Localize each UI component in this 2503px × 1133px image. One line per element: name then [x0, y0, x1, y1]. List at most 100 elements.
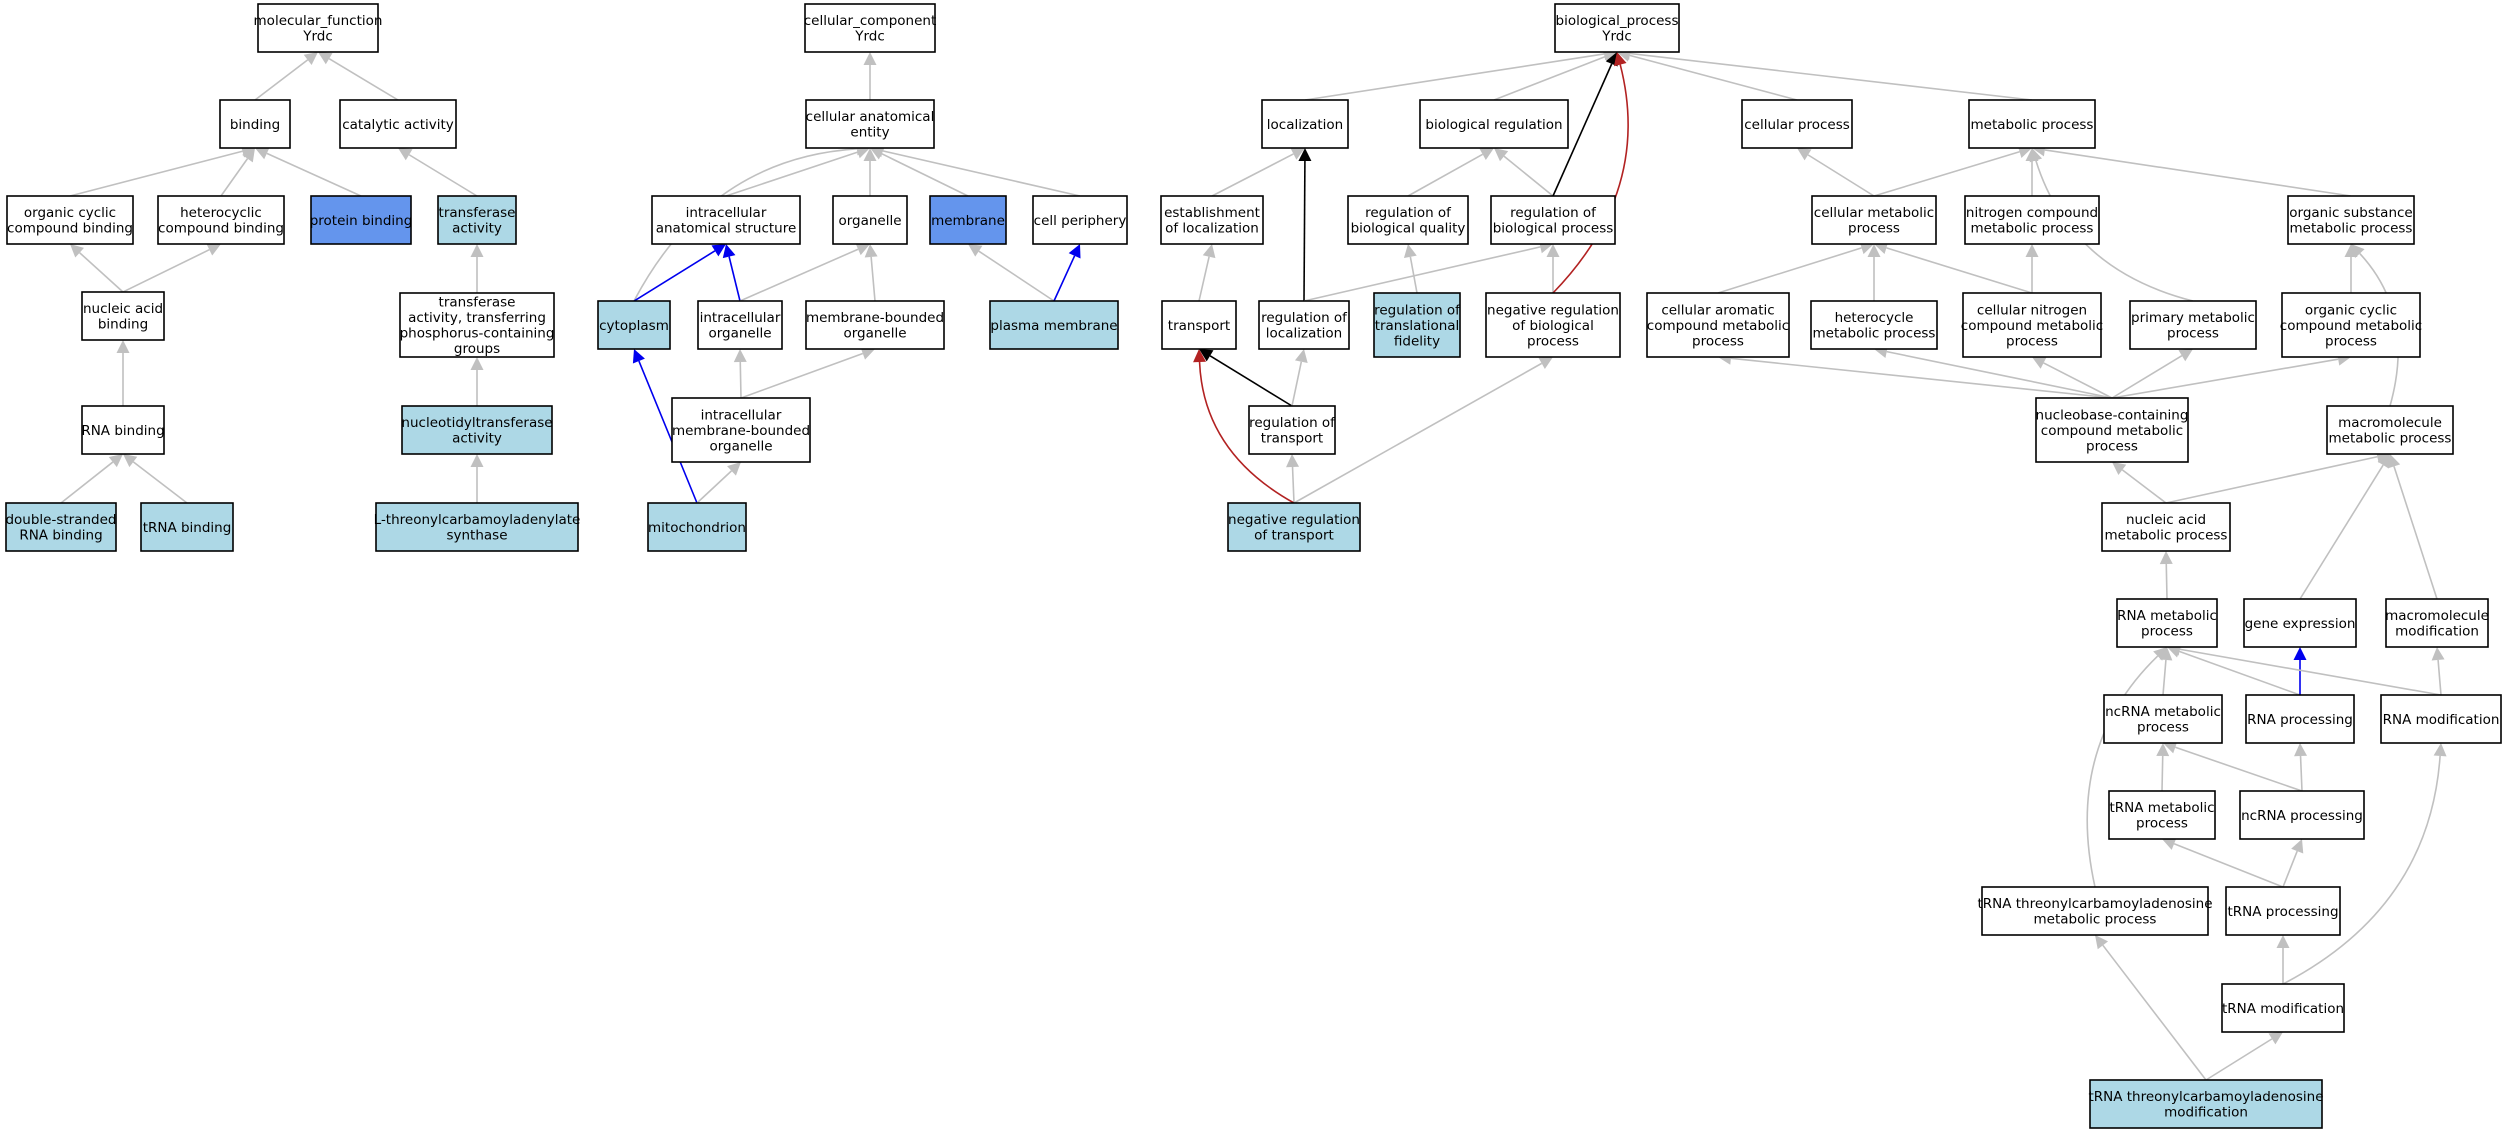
node-label: nucleic acid	[83, 301, 163, 317]
node-rna_bind[interactable]: RNA binding	[81, 405, 165, 455]
node-box	[805, 99, 935, 149]
node-label: membrane-bounded	[806, 310, 944, 326]
arrowhead-mf	[303, 52, 318, 66]
node-label: compound metabolic	[1961, 318, 2103, 334]
edge-cytoplasm-to-cae	[633, 148, 858, 302]
node-trnaproc[interactable]: tRNA processing	[2225, 886, 2341, 936]
node-plasma_mem[interactable]: plasma membrane	[989, 300, 1119, 350]
node-label: metabolic process	[2105, 528, 2228, 544]
node-label: process	[1527, 333, 1579, 349]
node-label: biological quality	[1351, 221, 1466, 237]
node-protein_bind[interactable]: protein binding	[310, 195, 413, 245]
node-cellproc[interactable]: cellular process	[1741, 99, 1853, 149]
node-box	[437, 195, 517, 245]
arrowhead-trnamet	[2162, 837, 2177, 850]
node-cytoplasm[interactable]: cytoplasm	[597, 300, 671, 350]
node-localization[interactable]: localization	[1261, 99, 1349, 149]
node-geneexp[interactable]: gene expression	[2243, 598, 2357, 648]
node-ncrnaproc[interactable]: ncRNA processing	[2239, 790, 2365, 840]
node-box	[1810, 300, 1938, 350]
node-box	[2116, 598, 2218, 648]
node-trnathreomod[interactable]: tRNA threonylcarbamoyladenosinemodificat…	[2088, 1079, 2324, 1129]
node-rnaproc[interactable]: RNA processing	[2245, 694, 2355, 744]
arrowhead-binding	[255, 147, 270, 160]
node-label: compound binding	[7, 221, 133, 237]
node-label: activity	[452, 221, 502, 237]
arrowhead-binding	[242, 148, 255, 163]
node-box	[157, 195, 285, 245]
node-trnathreomet[interactable]: tRNA threonylcarbamoyladenosinemetabolic…	[1977, 886, 2213, 936]
node-box	[2035, 397, 2189, 463]
node-label: transferase	[439, 205, 516, 221]
edge-ncrnaproc-to-rnaproc	[2299, 755, 2303, 792]
arrowhead-intra_org	[733, 349, 747, 363]
node-label: anatomical structure	[656, 221, 797, 237]
node-membrane[interactable]: membrane	[929, 195, 1007, 245]
node-organelle[interactable]: organelle	[832, 195, 908, 245]
edge-cellarom-to-cellmet	[1717, 247, 1862, 294]
node-label: tRNA binding	[143, 520, 232, 536]
node-label: groups	[454, 341, 500, 357]
node-catalytic[interactable]: catalytic activity	[339, 99, 457, 149]
node-rnamod[interactable]: RNA modification	[2380, 694, 2502, 744]
node-label: cellular_component	[804, 13, 936, 29]
node-label: cellular process	[1744, 117, 1850, 133]
node-trnamod[interactable]: tRNA modification	[2221, 983, 2345, 1033]
node-cellper[interactable]: cell periphery	[1032, 195, 1128, 245]
arrowhead-cellmet	[1867, 244, 1881, 257]
node-box	[81, 291, 165, 341]
edge-binding-to-mf	[254, 59, 309, 101]
node-mito[interactable]: mitochondrion	[647, 502, 747, 552]
node-label: intracellular	[686, 205, 767, 221]
node-bioreg[interactable]: biological regulation	[1419, 99, 1569, 149]
node-binding[interactable]: binding	[219, 99, 291, 149]
node-label: heterocycle	[1835, 310, 1914, 326]
node-label: localization	[1267, 117, 1343, 133]
node-trna_bind[interactable]: tRNA binding	[140, 502, 234, 552]
node-transport[interactable]: transport	[1161, 300, 1237, 350]
node-label: gene expression	[2245, 616, 2356, 632]
node-metproc[interactable]: metabolic process	[1968, 99, 2096, 149]
